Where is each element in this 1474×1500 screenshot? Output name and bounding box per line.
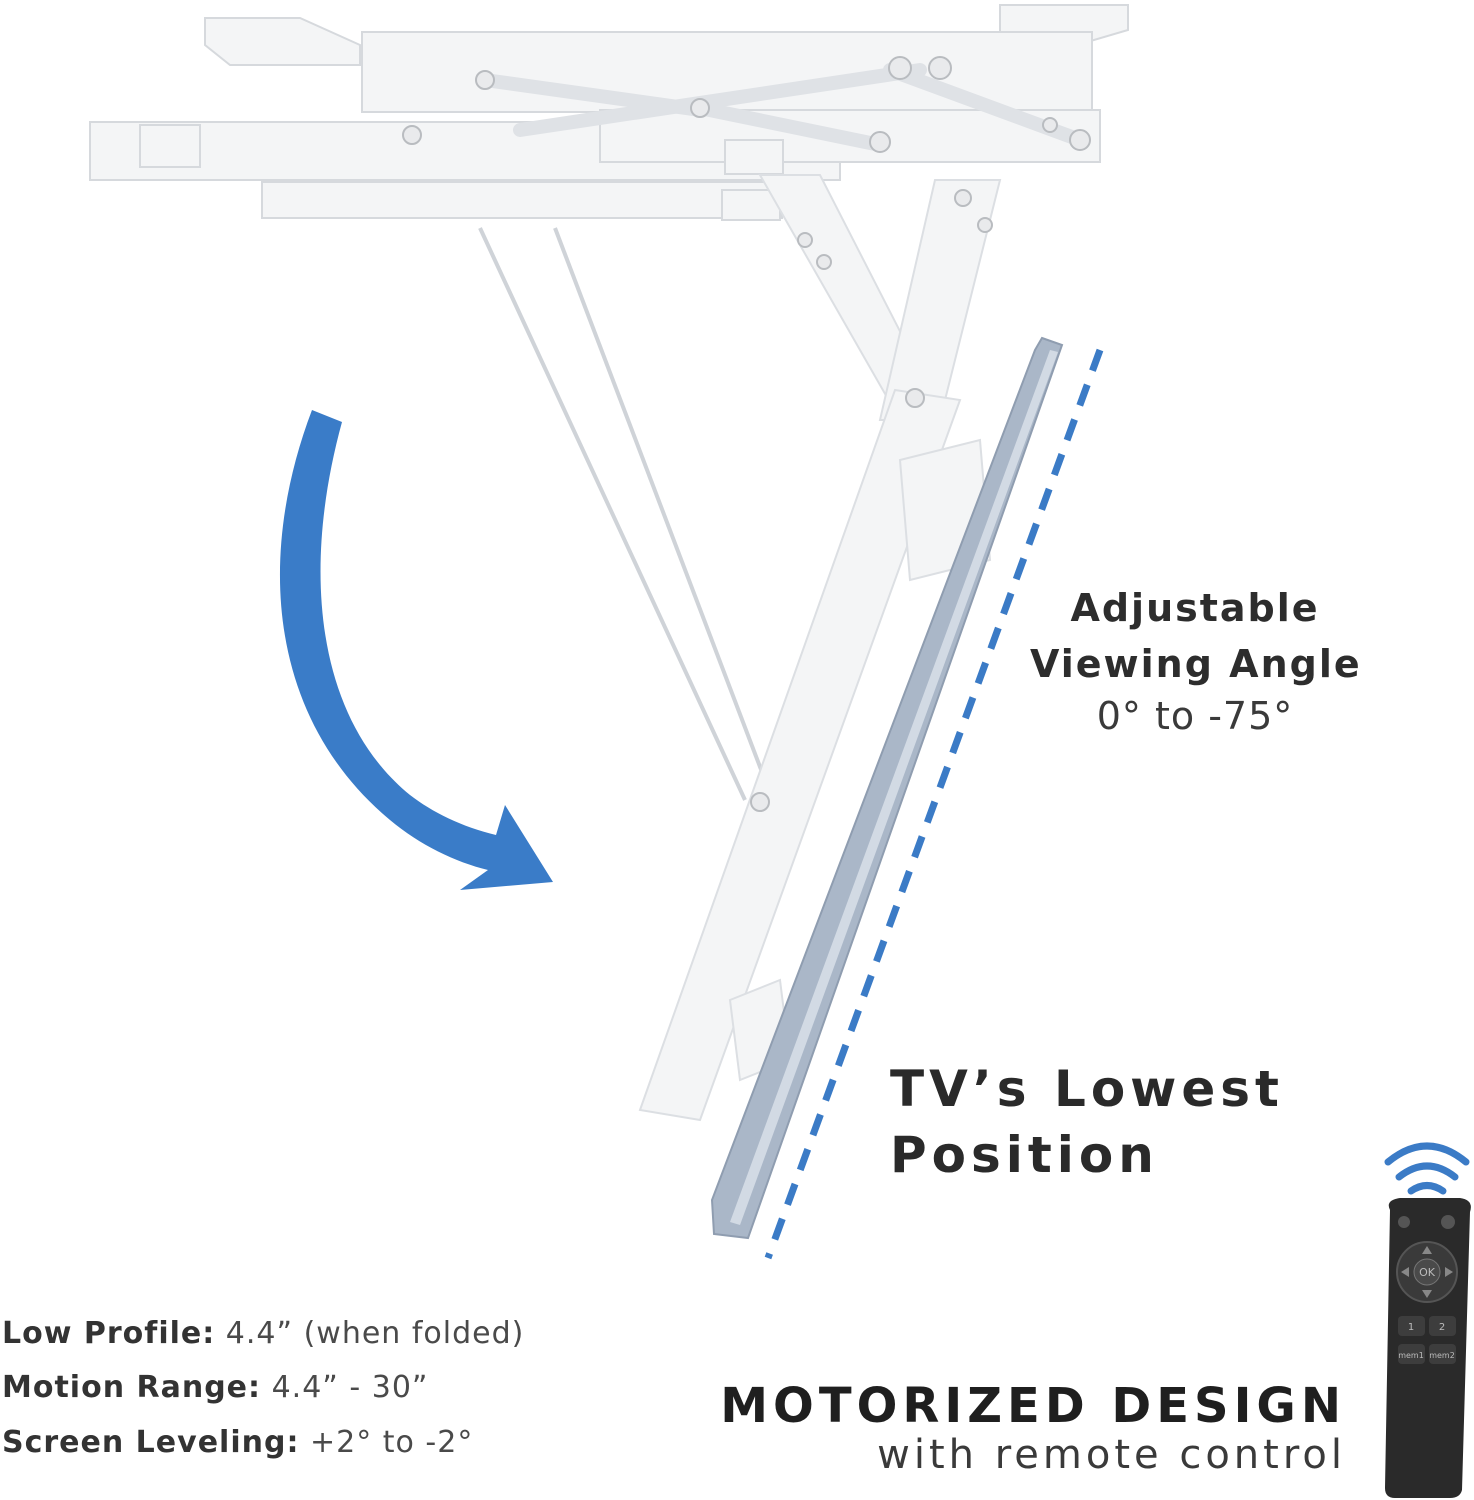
remote-btn1-label: 1 <box>1408 1322 1414 1333</box>
spec-low-profile: Low Profile: 4.4” (when folded) <box>2 1316 524 1351</box>
spec-label: Low Profile: <box>2 1316 216 1351</box>
lowest-position-line2: Position <box>890 1126 1159 1184</box>
spec-motion-range: Motion Range: 4.4” - 30” <box>2 1370 428 1405</box>
curved-arrow-icon <box>279 410 553 890</box>
lowest-position-line1: TV’s Lowest <box>890 1060 1284 1118</box>
support-cables <box>478 227 767 801</box>
scissor-arms <box>478 63 1087 152</box>
spec-value: 4.4” - 30” <box>271 1370 429 1405</box>
ceiling-plate <box>89 4 1129 221</box>
remote-mem1-label: mem1 <box>1398 1351 1424 1360</box>
viewing-angle-title-line2: Viewing Angle <box>1030 642 1362 686</box>
tv-panel-highlight <box>730 350 1058 1225</box>
wifi-signal-icon <box>1384 1142 1470 1195</box>
spec-value: +2° to -2° <box>310 1425 474 1460</box>
spec-value: 4.4” (when folded) <box>225 1316 525 1351</box>
remote-ok-label: OK <box>1419 1266 1436 1279</box>
remote-btn2-label: 2 <box>1439 1322 1445 1333</box>
remote-control-icon: OK 1 2 mem1 mem2 <box>1385 1198 1471 1498</box>
spec-screen-leveling: Screen Leveling: +2° to -2° <box>2 1425 473 1460</box>
viewing-angle-range: 0° to -75° <box>1096 694 1294 738</box>
spec-label: Screen Leveling: <box>2 1425 300 1460</box>
remote-mem2-label: mem2 <box>1429 1351 1455 1360</box>
motorized-design-title: MOTORIZED DESIGN <box>720 1378 1346 1434</box>
spec-label: Motion Range: <box>2 1370 262 1405</box>
arm-bolts <box>750 189 993 812</box>
motorized-design-subtitle: with remote control <box>877 1432 1346 1478</box>
viewing-angle-title-line1: Adjustable <box>1070 586 1320 630</box>
lowest-position-dashed-line <box>764 348 1104 1260</box>
pivot-bolts <box>402 56 1091 153</box>
